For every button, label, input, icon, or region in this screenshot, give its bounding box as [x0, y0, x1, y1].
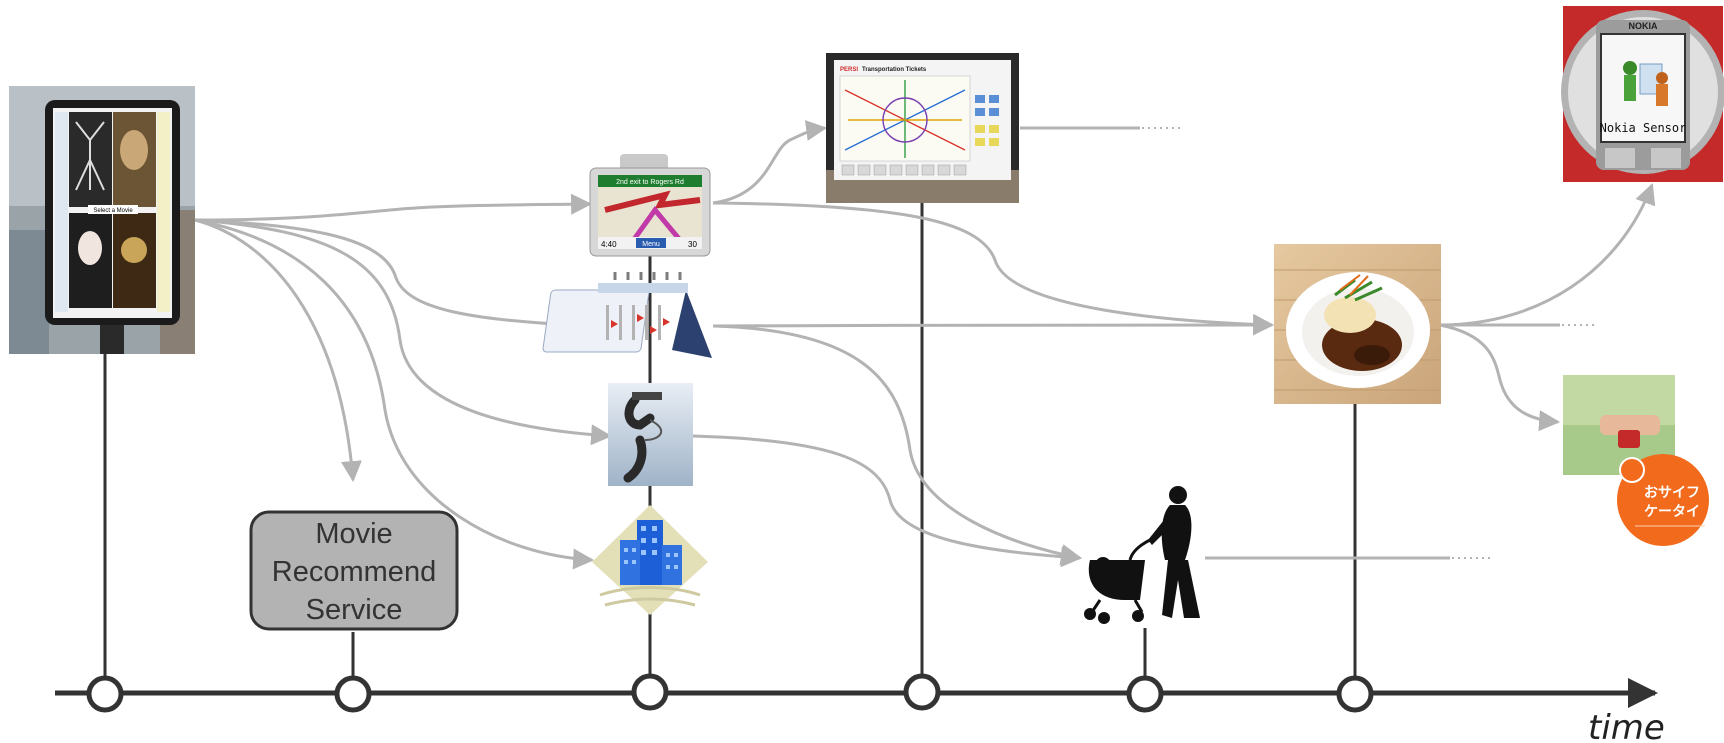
kiosk-menu-label: Select a Movie: [93, 208, 133, 214]
arrow-kiosk-to-building: [194, 218, 595, 570]
arrow-kiosk-to-phone: [194, 218, 613, 446]
arrow-gps-to-dinner: [712, 201, 1275, 335]
movie-kiosk-image: Select a Movie: [9, 86, 195, 354]
gps-time: 4:40: [601, 240, 617, 249]
arrow-phone-to-stroller: [692, 434, 1083, 568]
continuation-dots: [1142, 127, 1598, 559]
gps-navigator-image: 2nd exit to Rogers Rd 4:40 Menu 30: [589, 154, 711, 257]
arrow-dinner-to-nokia: [1439, 183, 1656, 327]
steak-dinner-image: [1274, 244, 1441, 404]
arrow-kiosk-to-service: [194, 218, 362, 483]
ticket-brand: PERSI: [840, 67, 858, 73]
milestone-devices: [631, 673, 669, 711]
time-axis-label: time: [1588, 708, 1665, 743]
telephone-icon: [608, 383, 693, 486]
ticket-title: Transportation Tickets: [862, 67, 927, 73]
arrow-kiosk-to-gps: [194, 193, 593, 222]
milestones: [86, 673, 1374, 713]
milestone-dinner: [1336, 675, 1374, 713]
service-line-2: Recommend: [272, 556, 436, 588]
ticket-vending-machine-image: PERSI Transportation Tickets: [826, 53, 1019, 203]
milestone-tickets: [903, 673, 941, 711]
osaifu-line-1: おサイフ: [1644, 485, 1700, 501]
milestone-stroller: [1126, 675, 1164, 713]
arrow-dinner-to-osaifu: [1439, 323, 1561, 432]
milestone-kiosk: [86, 675, 124, 713]
arrow-gps-to-tickets: [712, 120, 828, 205]
nokia-screen-text: Nokia Sensor: [1600, 121, 1687, 135]
arrow-calendar-to-dinner: [712, 314, 1275, 336]
gps-speed: 30: [688, 240, 697, 249]
flow-arrows: [194, 120, 1656, 570]
gps-menu: Menu: [642, 241, 660, 248]
movie-recommend-service-box: Movie Recommend Service: [249, 510, 459, 631]
nokia-brand: NOKIA: [1629, 21, 1659, 31]
arrow-calendar-to-stroller: [712, 324, 1083, 565]
arrow-kiosk-to-calendar: [194, 218, 593, 336]
gps-banner-text: 2nd exit to Rogers Rd: [616, 179, 684, 186]
mother-with-stroller-silhouette: [1084, 486, 1200, 624]
calendar-icon: [542, 272, 712, 358]
osaifu-keitai-payment-image: おサイフ ケータイ: [1563, 375, 1709, 546]
milestone-service: [334, 675, 372, 713]
service-line-3: Service: [306, 594, 403, 626]
osaifu-line-2: ケータイ: [1644, 504, 1700, 520]
service-line-1: Movie: [315, 518, 392, 550]
nokia-sensor-phone-image: NOKIA Nokia Sensor: [1561, 6, 1724, 182]
office-building-icon: [592, 505, 708, 615]
